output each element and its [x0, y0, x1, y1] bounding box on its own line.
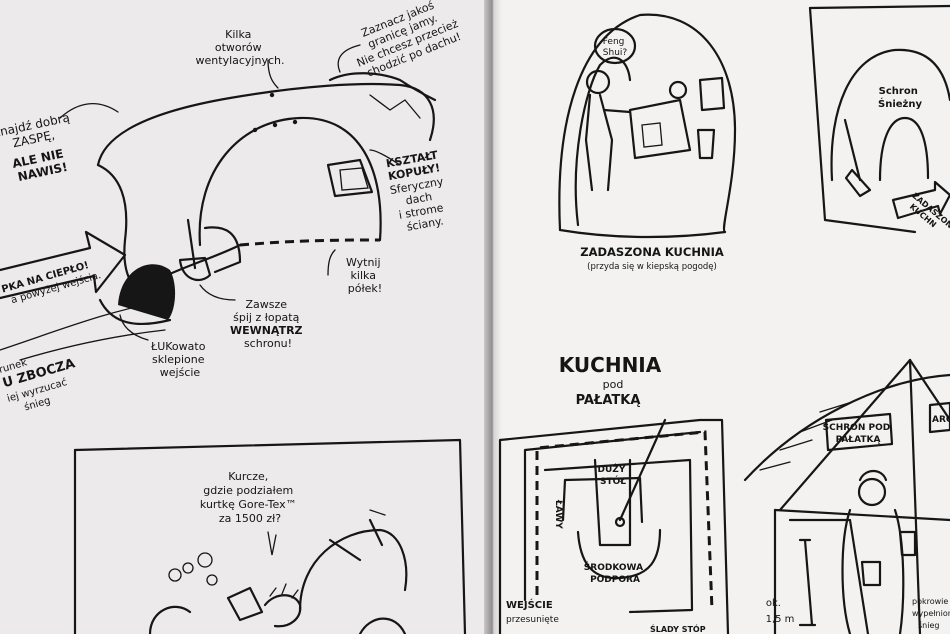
tarp-kitchen-plan: DUŻY STÓŁ ŁAWY ŚRODKOWA PODPORA WEJŚCIE …: [498, 418, 730, 634]
lost-jacket-cartoon: Kurcze, gdzie podziałem kurtkę Gore-Tex™…: [73, 438, 467, 634]
dome-note-6: ściany.: [406, 214, 445, 233]
vents-note-3: wentylacyjnych.: [196, 54, 285, 67]
support-label-1: ŚRODKOWA: [584, 561, 643, 573]
corner-text-3: śnieg: [918, 620, 939, 630]
covered-kitchen-illustration: Feng Shui? ZADASZONA KUCHNIA (przyda się…: [558, 13, 737, 272]
table-label-1: DUŻY: [598, 464, 626, 475]
snow-shelter-panel: Schron Śnieżny ZADASZONA KUCHN: [808, 4, 950, 243]
speech-line-2: gdzie podziałem: [203, 484, 293, 497]
bench-label: ŁAWY: [553, 499, 563, 529]
tarp-title-1: KUCHNIA: [559, 353, 662, 377]
bottom-fragment: ŚLADY STÓP: [650, 623, 706, 634]
entrance-note-3: wejście: [160, 366, 201, 379]
bubble-line-1: Feng: [603, 37, 625, 47]
speech-line-4: za 1500 zł?: [219, 512, 281, 525]
svg-text:ŁUKowato sklepione: ŁUKowato sklepione wejście: [150, 340, 209, 379]
tarp-shelter-label-1: SCHRON POD: [823, 423, 891, 433]
support-label-2: PODPORA: [590, 575, 640, 585]
entrance-label-1: WEJŚCIE: [506, 598, 553, 611]
dome-note-4: dach: [405, 190, 434, 207]
bubble-line-2: Shui?: [603, 48, 628, 58]
corner-text-1: pokrowie: [912, 597, 948, 606]
vents-note-2: otworów: [215, 41, 262, 54]
svg-text:Schron Śnieżny: Schron Śnieżny: [878, 86, 922, 110]
svg-text:ZADASZONA KUCHN: ZADASZONA KUCHN: [904, 191, 950, 243]
svg-text:runek U ZBOCZA: runek U ZBOCZA iej wyrzucać śnieg: [0, 344, 87, 417]
vents-note-1: Kilka: [225, 28, 251, 41]
svg-text:Wytnij kilka p: Wytnij kilka półek!: [346, 256, 384, 295]
snow-shelter-label-2: Śnieżny: [878, 97, 922, 110]
height-label-1: ok.: [766, 598, 781, 609]
svg-text:Kurcze, gdzie podziałe: Kurcze, gdzie podziałem kurtkę Gore-Tex™…: [200, 470, 300, 525]
svg-text:ok. 1,5 m: ok. 1,5 m: [766, 598, 795, 625]
covered-kitchen-caption: ZADASZONA KUCHNIA: [580, 245, 724, 259]
corner-text-2: wypełnion: [912, 609, 950, 618]
entrance-label-2: przesunięte: [506, 615, 559, 625]
svg-text:SCHRON POD PAŁATKĄ: SCHRON POD PAŁATKĄ: [823, 423, 894, 445]
svg-text:Zaznacz jakoś granicę: Zaznacz jakoś granicę jamy. Nie chcesz p…: [345, 0, 468, 82]
snow-cave-labels: Kilka otworów wentylacyjnych. Zaznacz ja…: [0, 0, 468, 417]
svg-text:Znajdź dobrą ZASPĘ,: Znajdź dobrą ZASPĘ, ALE NIE NAWIS!: [0, 110, 85, 188]
book-gutter: [484, 0, 502, 634]
snow-shelter-label-1: Schron: [879, 86, 918, 97]
shovel-note-1: Zawsze: [245, 298, 287, 311]
tarp-kitchen-title: KUCHNIA pod PAŁATKĄ: [559, 353, 662, 408]
speech-line-3: kurtkę Gore-Tex™: [200, 498, 297, 511]
tarp-shelter-illustration: SCHRON POD PAŁATKĄ ARC ok. 1,5 m pokrowi…: [743, 358, 950, 634]
tarp-title-3: PAŁATKĄ: [576, 393, 641, 408]
svg-text:DUŻY STÓŁ: DUŻY STÓŁ: [598, 464, 629, 487]
svg-text:ŚRODKOWA PODPORA: ŚRODKOWA PODPORA: [584, 561, 646, 585]
shelf-note-3: półek!: [348, 282, 382, 295]
shelf-note-2: kilka: [351, 269, 376, 282]
tarp-title-2: pod: [603, 378, 624, 391]
snow-cave-illustration: [0, 44, 437, 361]
covered-kitchen-subcaption: (przyda się w kiepską pogodę): [587, 262, 717, 272]
svg-text:KSZTAŁT KOPUŁY!: KSZTAŁT KOPUŁY! Sferyczny dach i strome …: [384, 148, 454, 236]
svg-text:Kilka otworów: Kilka otworów wentylacyjnych.: [196, 28, 285, 67]
shelf-note-1: Wytnij: [346, 256, 381, 269]
entrance-note-1: ŁUKowato: [150, 340, 206, 353]
speech-line-1: Kurcze,: [228, 470, 268, 483]
shovel-note-4: schronu!: [244, 337, 292, 350]
svg-text:Zawsze śpij z łopatą: Zawsze śpij z łopatą WEWNĄTRZ schronu!: [230, 298, 306, 350]
height-label-2: 1,5 m: [766, 614, 795, 625]
svg-text:Feng Shui?: Feng Shui?: [603, 37, 628, 58]
table-label-2: STÓŁ: [600, 475, 626, 487]
tarp-shelter-label-3: ARC: [932, 415, 950, 425]
svg-text:pokrowie wypełnion: pokrowie wypełnion śnieg: [912, 597, 950, 630]
shovel-note-2: śpij z łopatą: [233, 311, 299, 324]
tarp-shelter-label-2: PAŁATKĄ: [836, 435, 881, 445]
shovel-note-3: WEWNĄTRZ: [230, 324, 303, 337]
entrance-note-2: sklepione: [152, 353, 205, 366]
